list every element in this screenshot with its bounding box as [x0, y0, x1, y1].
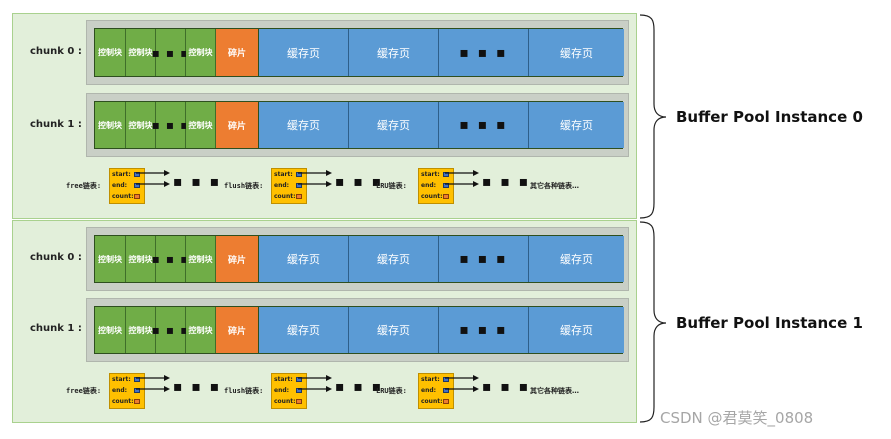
fragment: 碎片: [216, 307, 259, 353]
lru-list-label: LRU链表:: [376, 182, 407, 190]
fragment: 碎片: [216, 236, 259, 282]
lru-list-arrows: [445, 375, 479, 392]
flush-list-base-node: start: end: count:: [271, 373, 307, 409]
brace-instance-1: [639, 221, 667, 423]
count-field: [443, 194, 449, 199]
cache-page: 缓存页: [529, 307, 624, 353]
control-block-ellipsis: ▪ ▪ ▪: [152, 307, 188, 353]
brace-instance-0: [639, 14, 667, 219]
count-field: [296, 399, 302, 404]
free-list-label: free链表:: [66, 387, 102, 395]
chunk-0: 控制块 控制块 ▪ ▪ ▪ 控制块 碎片 缓存页 缓存页 ▪ ▪ ▪ 缓存页: [86, 20, 629, 85]
count-field: [296, 194, 302, 199]
control-block: 控制块: [186, 29, 216, 76]
lru-list-base-node: start: end: count:: [418, 168, 454, 204]
instance-label: Buffer Pool Instance 1: [676, 314, 863, 332]
control-block: 控制块: [126, 307, 156, 353]
watermark: CSDN @君莫笑_0808: [660, 409, 814, 427]
flush-list-label: flush链表:: [224, 182, 264, 190]
list-ellipsis: ▪ ▪ ▪: [335, 174, 384, 190]
control-block-ellipsis: ▪ ▪ ▪: [152, 102, 188, 148]
cache-page-ellipsis: ▪ ▪ ▪: [439, 29, 529, 76]
control-block-ellipsis: ▪ ▪ ▪: [152, 236, 188, 282]
free-list-arrows: [136, 375, 170, 392]
cache-page: 缓存页: [349, 29, 439, 76]
cache-page: 缓存页: [529, 29, 624, 76]
cache-page: 缓存页: [349, 236, 439, 282]
chunk-label: chunk 0 :: [30, 252, 82, 263]
chunk-1: 控制块 控制块 ▪ ▪ ▪ 控制块 碎片 缓存页 缓存页 ▪ ▪ ▪ 缓存页: [86, 298, 629, 362]
lru-list-label: LRU链表:: [376, 387, 407, 395]
chunk-1: 控制块 控制块 ▪ ▪ ▪ 控制块 碎片 缓存页 缓存页 ▪ ▪ ▪ 缓存页: [86, 93, 629, 157]
chunk-label: chunk 0 :: [30, 46, 82, 57]
chunk-0: 控制块 控制块 ▪ ▪ ▪ 控制块 碎片 缓存页 缓存页 ▪ ▪ ▪ 缓存页: [86, 227, 629, 291]
list-ellipsis: ▪ ▪ ▪: [482, 174, 531, 190]
cache-page: 缓存页: [259, 102, 349, 148]
control-block: 控制块: [95, 29, 126, 76]
control-block: 控制块: [95, 307, 126, 353]
free-list-label: free链表:: [66, 182, 102, 190]
chunk-label: chunk 1 :: [30, 323, 82, 334]
other-lists-label: 其它各种链表…: [530, 182, 579, 190]
flush-list-arrows: [298, 170, 332, 187]
list-ellipsis: ▪ ▪ ▪: [173, 174, 222, 190]
list-ellipsis: ▪ ▪ ▪: [482, 379, 531, 395]
cache-page: 缓存页: [529, 236, 624, 282]
free-list-arrows: [136, 170, 170, 187]
cache-page-ellipsis: ▪ ▪ ▪: [439, 236, 529, 282]
control-block: 控制块: [126, 29, 156, 76]
cache-page: 缓存页: [529, 102, 624, 148]
control-block: 控制块: [186, 102, 216, 148]
other-lists-label: 其它各种链表…: [530, 387, 579, 395]
list-ellipsis: ▪ ▪ ▪: [335, 379, 384, 395]
control-block: 控制块: [126, 102, 156, 148]
control-block: 控制块: [95, 102, 126, 148]
control-block: 控制块: [186, 236, 216, 282]
cache-page: 缓存页: [349, 307, 439, 353]
free-list-base-node: start: end: count:: [109, 373, 145, 409]
control-block: 控制块: [186, 307, 216, 353]
instance-label: Buffer Pool Instance 0: [676, 108, 863, 126]
flush-list-label: flush链表:: [224, 387, 264, 395]
flush-list-base-node: start: end: count:: [271, 168, 307, 204]
list-ellipsis: ▪ ▪ ▪: [173, 379, 222, 395]
control-block: 控制块: [126, 236, 156, 282]
fragment: 碎片: [216, 102, 259, 148]
chunk-label: chunk 1 :: [30, 119, 82, 130]
cache-page-ellipsis: ▪ ▪ ▪: [439, 102, 529, 148]
fragment: 碎片: [216, 29, 259, 76]
control-block-ellipsis: ▪ ▪ ▪: [152, 29, 188, 76]
count-field: [443, 399, 449, 404]
cache-page: 缓存页: [259, 307, 349, 353]
cache-page: 缓存页: [349, 102, 439, 148]
lru-list-base-node: start: end: count:: [418, 373, 454, 409]
count-field: [134, 399, 140, 404]
free-list-base-node: start: end: count:: [109, 168, 145, 204]
cache-page: 缓存页: [259, 236, 349, 282]
cache-page-ellipsis: ▪ ▪ ▪: [439, 307, 529, 353]
control-block: 控制块: [95, 236, 126, 282]
count-field: [134, 194, 140, 199]
flush-list-arrows: [298, 375, 332, 392]
lru-list-arrows: [445, 170, 479, 187]
cache-page: 缓存页: [259, 29, 349, 76]
